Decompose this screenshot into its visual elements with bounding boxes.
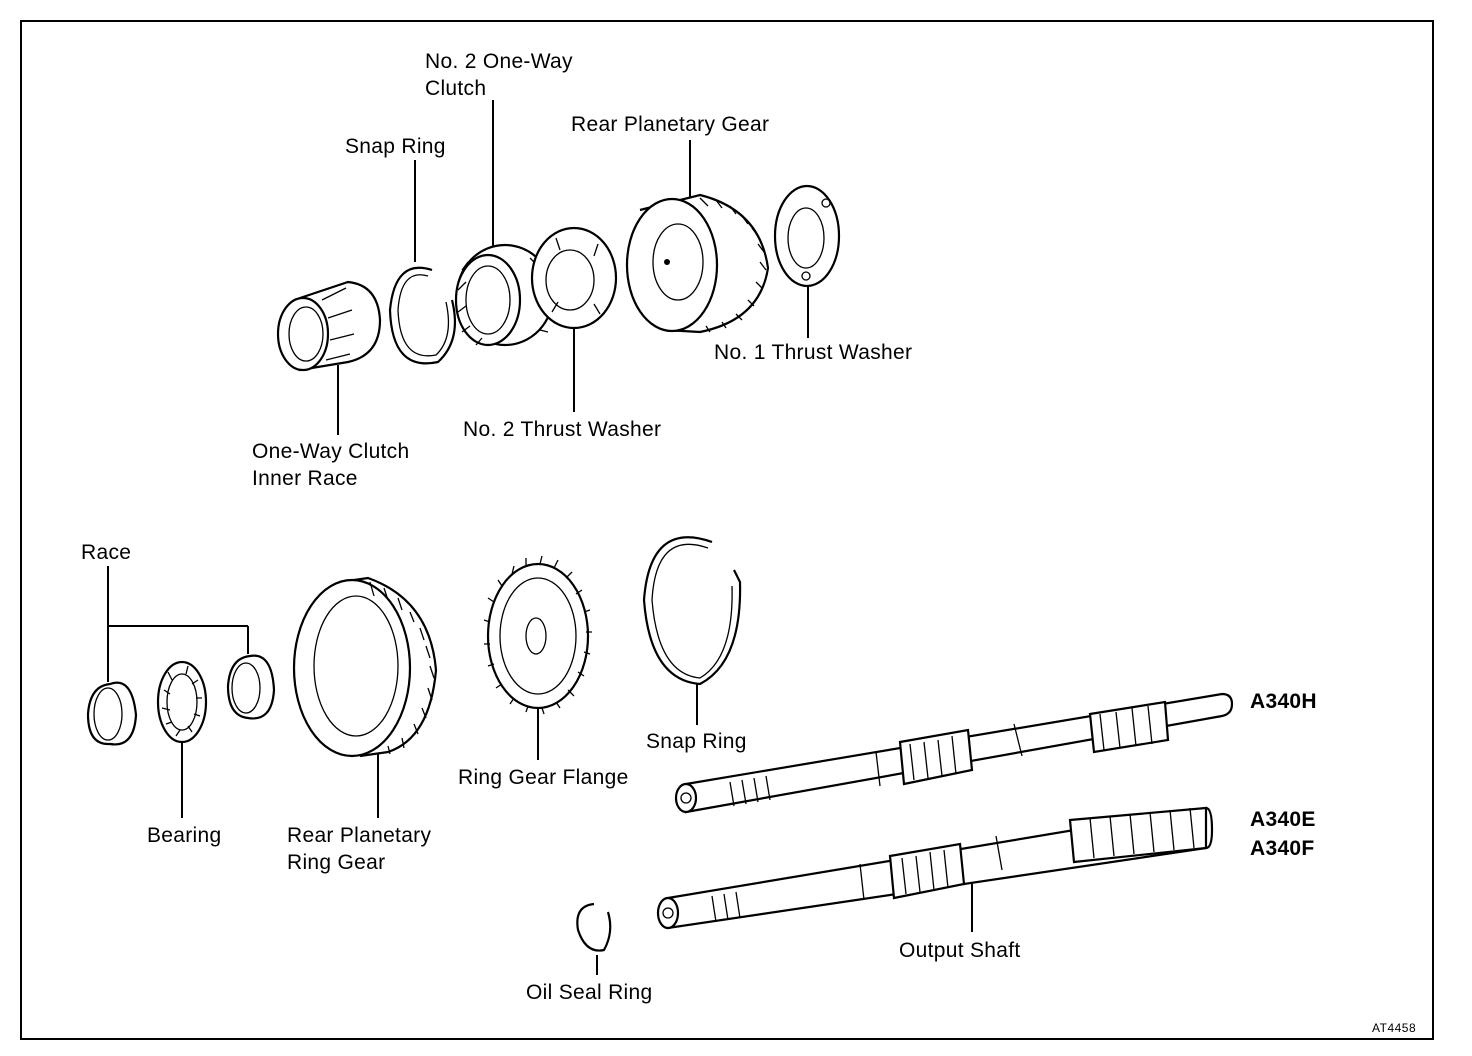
race-left-part: [86, 681, 138, 746]
label-output-shaft: Output Shaft: [899, 939, 1021, 962]
one-way-clutch-inner-race-part: [276, 280, 382, 372]
label-rear-planetary-ring-gear: Rear Planetary Ring Gear: [287, 824, 432, 874]
no1-thrust-washer-part: [773, 184, 841, 288]
label-rear-planetary-gear: Rear Planetary Gear: [571, 113, 770, 136]
label-no1-thrust-washer: No. 1 Thrust Washer: [714, 341, 913, 364]
no2-one-way-clutch-part: [454, 243, 557, 347]
bearing-part: [156, 660, 208, 744]
oil-seal-ring-part: [576, 902, 612, 952]
ring-gear-flange-part: [483, 555, 592, 715]
rear-planetary-ring-gear-part: [292, 576, 438, 758]
rear-planetary-gear-part: [625, 193, 770, 334]
label-bearing: Bearing: [147, 824, 222, 847]
label-snap-ring-top: Snap Ring: [345, 135, 446, 158]
snap-ring-top-part: [388, 266, 456, 365]
no2-thrust-washer-part: [530, 226, 618, 330]
diagram-frame: [20, 20, 1434, 1040]
output-shaft-a340ef-part: [656, 806, 1214, 930]
race-right-part: [226, 654, 276, 720]
label-no2-thrust-washer: No. 2 Thrust Washer: [463, 418, 662, 441]
label-no2-one-way-clutch: No. 2 One-Way Clutch: [425, 50, 573, 100]
model-a340h: A340H: [1250, 690, 1317, 713]
leader-lines: [107, 100, 973, 975]
model-a340f: A340F: [1250, 837, 1315, 860]
label-ring-gear-flange: Ring Gear Flange: [458, 766, 629, 789]
label-snap-ring-bottom: Snap Ring: [646, 730, 747, 753]
label-oil-seal-ring: Oil Seal Ring: [526, 981, 653, 1004]
model-a340e: A340E: [1250, 808, 1316, 831]
snap-ring-bottom-part: [642, 536, 742, 686]
figure-code: AT4458: [1372, 1021, 1417, 1035]
label-race: Race: [81, 541, 132, 564]
label-one-way-clutch-inner-race: One-Way Clutch Inner Race: [252, 440, 410, 490]
output-shaft-a340h-part: [674, 692, 1234, 814]
